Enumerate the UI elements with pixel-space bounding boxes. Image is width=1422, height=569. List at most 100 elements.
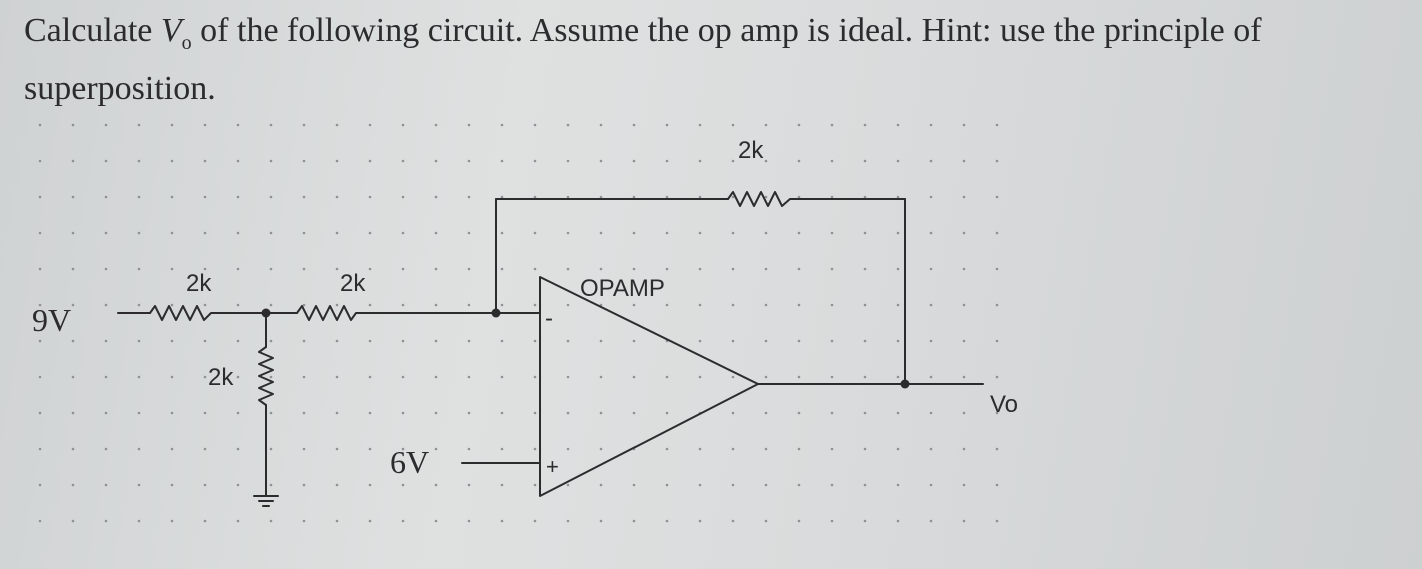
grid-dot <box>467 195 471 199</box>
grid-dot <box>731 231 735 235</box>
plus-sign: + <box>546 454 559 479</box>
grid-dot <box>104 231 108 235</box>
grid-dot <box>929 519 933 523</box>
grid-dot <box>401 483 405 487</box>
grid-dot <box>302 483 306 487</box>
grid-dot <box>566 411 570 415</box>
grid-dot <box>137 303 141 307</box>
grid-dot <box>698 159 702 163</box>
grid-dot <box>830 303 834 307</box>
grid-dot <box>731 411 735 415</box>
grid-dot <box>995 411 999 415</box>
grid-dot <box>170 303 174 307</box>
grid-dot <box>665 483 669 487</box>
grid-dot <box>335 339 339 343</box>
grid-dot <box>896 231 900 235</box>
grid-dot <box>38 375 42 379</box>
grid-dot <box>764 375 768 379</box>
grid-dot <box>335 231 339 235</box>
grid-dot <box>71 339 75 343</box>
grid-dot <box>236 159 240 163</box>
grid-dot <box>929 339 933 343</box>
grid-dot <box>896 159 900 163</box>
opamp-label: OPAMP <box>580 275 665 302</box>
grid-dot <box>632 519 636 523</box>
grid-dot <box>698 483 702 487</box>
grid-dot <box>401 411 405 415</box>
grid-dot <box>170 123 174 127</box>
grid-dot <box>533 195 537 199</box>
grid-dot <box>302 195 306 199</box>
grid-dot <box>731 339 735 343</box>
grid-dots <box>38 123 999 523</box>
grid-dot <box>599 267 603 271</box>
grid-dot <box>995 519 999 523</box>
grid-dot <box>533 303 537 307</box>
grid-dot <box>335 195 339 199</box>
grid-dot <box>71 375 75 379</box>
grid-dot <box>863 447 867 451</box>
grid-dot <box>599 447 603 451</box>
grid-dot <box>302 447 306 451</box>
grid-dot <box>137 375 141 379</box>
grid-dot <box>434 123 438 127</box>
grid-dot <box>797 303 801 307</box>
grid-dot <box>764 303 768 307</box>
grid-dot <box>566 123 570 127</box>
grid-dot <box>797 123 801 127</box>
grid-dot <box>863 411 867 415</box>
grid-dot <box>500 519 504 523</box>
grid-dot <box>599 375 603 379</box>
grid-dot <box>731 483 735 487</box>
grid-dot <box>269 411 273 415</box>
grid-dot <box>236 231 240 235</box>
grid-dot <box>797 411 801 415</box>
grid-dot <box>698 123 702 127</box>
grid-dot <box>302 231 306 235</box>
grid-dot <box>962 231 966 235</box>
grid-dot <box>929 123 933 127</box>
grid-dot <box>566 483 570 487</box>
grid-dot <box>467 519 471 523</box>
grid-dot <box>830 195 834 199</box>
grid-dot <box>434 375 438 379</box>
grid-dot <box>797 375 801 379</box>
grid-dot <box>368 303 372 307</box>
grid-dot <box>764 411 768 415</box>
grid-dot <box>632 195 636 199</box>
grid-dot <box>71 411 75 415</box>
grid-dot <box>269 519 273 523</box>
grid-dot <box>731 195 735 199</box>
grid-dot <box>632 339 636 343</box>
grid-dot <box>500 159 504 163</box>
grid-dot <box>236 411 240 415</box>
grid-dot <box>896 447 900 451</box>
grid-dot <box>698 303 702 307</box>
grid-dot <box>698 339 702 343</box>
grid-dot <box>995 375 999 379</box>
grid-dot <box>500 231 504 235</box>
grid-dot <box>896 483 900 487</box>
grid-dot <box>335 303 339 307</box>
grid-dot <box>830 411 834 415</box>
grid-dot <box>731 159 735 163</box>
grid-dot <box>698 447 702 451</box>
grid-dot <box>533 231 537 235</box>
grid-dot <box>929 267 933 271</box>
grid-dot <box>929 231 933 235</box>
grid-dot <box>599 159 603 163</box>
grid-dot <box>401 123 405 127</box>
grid-dot <box>434 267 438 271</box>
grid-dot <box>71 123 75 127</box>
junction-node-a <box>261 308 271 318</box>
grid-dot <box>71 267 75 271</box>
grid-dot <box>632 231 636 235</box>
grid-dot <box>566 267 570 271</box>
grid-dot <box>599 483 603 487</box>
grid-dot <box>38 519 42 523</box>
grid-dot <box>599 519 603 523</box>
grid-dot <box>500 375 504 379</box>
grid-dot <box>434 159 438 163</box>
grid-dot <box>995 267 999 271</box>
